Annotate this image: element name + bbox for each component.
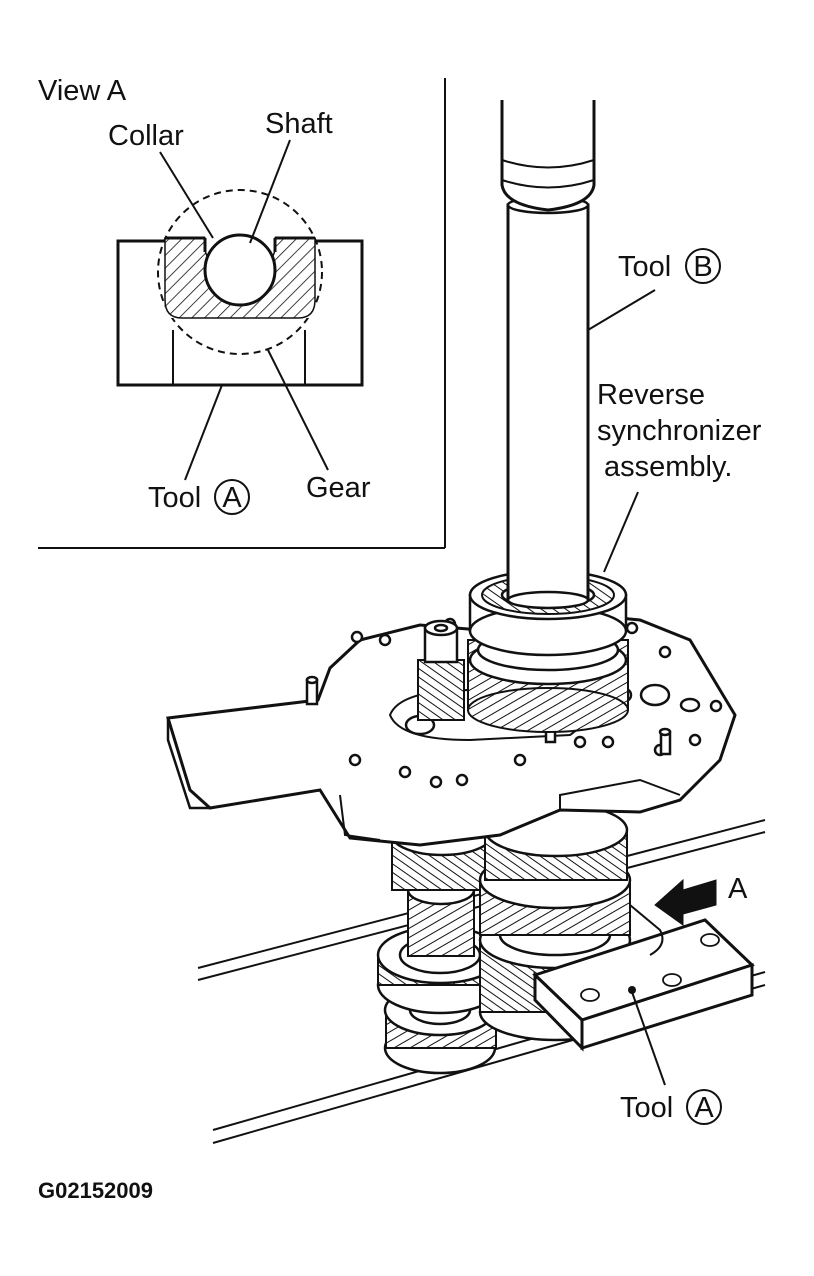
reverse-sync-label-3: assembly. [604,451,732,483]
inset-tool-a-letter: A [222,482,242,514]
inset-tool-a-leader [184,384,223,481]
reverse-sync-label-2: synchronizer [597,415,762,447]
inset-title: View A [38,75,127,107]
tool-a-leader [631,991,666,1086]
shaft-label: Shaft [265,108,333,140]
tool-a-label: Tool [620,1092,673,1124]
shaft-leader [249,139,291,244]
collar-leader [159,151,214,239]
collar-label: Collar [108,120,184,152]
view-a-inset: View A Collar Shaft Tool A Gear [38,75,446,549]
tool-b-circle [685,248,721,284]
reverse-sync-label-1: Reverse [597,379,705,411]
gear-label: Gear [306,472,371,504]
inset-tool-a-label: Tool [148,482,201,514]
view-a-arrow-label: A [728,873,748,905]
counter-shaft [417,619,465,721]
inset-shaft [203,233,277,307]
tool-b-letter: B [693,251,712,283]
inset-detail-circle [157,189,323,355]
reverse-sync-leader [603,491,639,573]
tool-a-letter: A [694,1092,714,1124]
tool-a-circle [686,1089,722,1125]
view-a-arrow: A [654,873,748,926]
figure-id: G02152009 [38,1178,153,1203]
tool-b-label: Tool [618,251,671,283]
tool-b-rod[interactable] [500,100,596,610]
tool-b-leader [587,289,656,331]
inset-tool-a-circle [214,479,250,515]
gear-leader [267,349,329,471]
main-illustration: Tool B Reverse synchronizer assembly. A … [166,100,766,1144]
tool-a-plate[interactable] [532,904,755,1052]
